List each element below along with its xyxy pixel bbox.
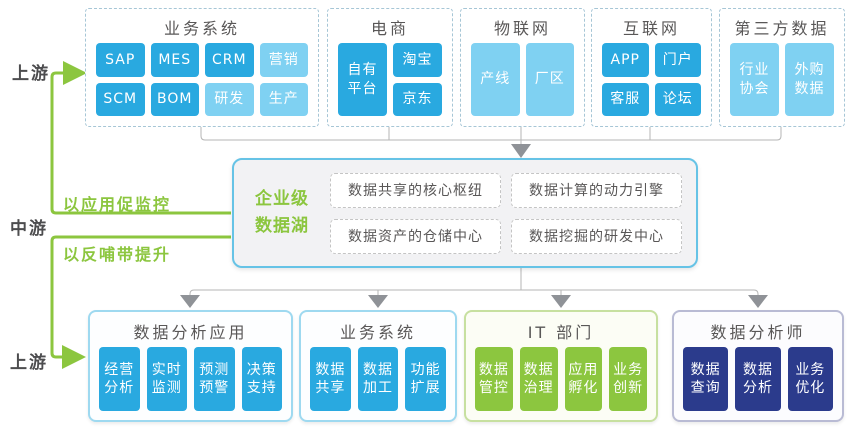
arrow-down-icon (180, 295, 200, 308)
tile-business-analysis: 经营 分析 (99, 347, 140, 411)
tile-marketing: 营销 (259, 43, 308, 77)
tile-own-platform: 自有 平台 (338, 43, 387, 116)
tile-factory-area: 厂区 (525, 43, 574, 116)
pill-asset-warehouse: 数据资产的仓储中心 (330, 218, 501, 254)
tile-production-line: 产线 (471, 43, 520, 116)
label-upstream-top: 上游 (12, 64, 50, 84)
tile-data-sharing: 数据 共享 (310, 347, 351, 411)
tile-grid: 行业 协会 外购 数据 (730, 43, 834, 116)
arrow-down-icon (748, 295, 768, 308)
tile-mes: MES (150, 43, 199, 77)
tile-crm: CRM (205, 43, 254, 77)
box-title: 电商 (370, 19, 409, 38)
tile-realtime-monitoring: 实时 监测 (146, 347, 187, 411)
label-midstream: 中游 (10, 219, 48, 239)
tile-portal: 门户 (654, 43, 701, 77)
tile-industry-association: 行业 协会 (730, 43, 779, 116)
data-lake-pills: 数据共享的核心枢纽 数据计算的动力引擎 数据资产的仓储中心 数据挖掘的研发中心 (330, 172, 682, 254)
source-box-iot: 物联网 产线 厂区 (460, 8, 585, 127)
tile-grid: SAP MES CRM 营销 SCM BOM 研发 生产 (96, 43, 308, 116)
tile-app-incubation: 应用 孵化 (564, 347, 603, 411)
tile-data-query: 数据 查询 (683, 347, 729, 411)
tile-business-innovation: 业务 创新 (609, 347, 647, 411)
flow-note-top: 以应用促监控 (63, 195, 172, 214)
tile-purchased-data: 外购 数据 (785, 43, 834, 116)
box-title: 互联网 (622, 19, 680, 38)
pill-mining-center: 数据挖掘的研发中心 (511, 218, 682, 254)
tile-grid: 自有 平台 淘宝 京东 (338, 43, 442, 116)
pill-compute-engine: 数据计算的动力引擎 (511, 172, 682, 208)
tile-data-governance: 数据 治理 (519, 347, 558, 411)
tile-rnd: 研发 (205, 82, 254, 116)
tile-production: 生产 (259, 82, 308, 116)
box-title: 物联网 (493, 19, 551, 38)
source-box-third-party: 第三方数据 行业 协会 外购 数据 (719, 8, 845, 127)
tile-forum: 论坛 (654, 82, 701, 116)
source-box-internet: 互联网 APP 门户 客服 论坛 (591, 8, 712, 127)
tile-forecast-warning: 预测 预警 (194, 347, 235, 411)
tile-jd: 京东 (393, 82, 442, 116)
tile-grid: 数据 查询 数据 分析 业务 优化 (683, 347, 833, 411)
tile-grid: 产线 厂区 (471, 43, 574, 116)
dest-box-analytics-apps: 数据分析应用 经营 分析 实时 监测 预测 预警 决策 支持 (88, 310, 293, 422)
flow-note-bottom: 以反哺带提升 (63, 245, 172, 264)
tile-app: APP (602, 43, 649, 77)
tile-sap: SAP (96, 43, 145, 77)
tile-data-processing: 数据 加工 (357, 347, 399, 411)
arrow-right-icon (63, 61, 87, 85)
tile-grid: 数据 管控 数据 治理 应用 孵化 业务 创新 (475, 347, 647, 411)
arrow-down-icon (511, 144, 531, 158)
data-lake-panel: 企业级 数据湖 数据共享的核心枢纽 数据计算的动力引擎 数据资产的仓储中心 数据… (232, 158, 698, 268)
label-upstream-bottom: 上游 (10, 353, 48, 373)
tile-data-control: 数据 管控 (475, 347, 513, 411)
box-title: 数据分析应用 (133, 323, 248, 342)
bottom-connector-bus (189, 268, 759, 296)
source-box-ecommerce: 电商 自有 平台 淘宝 京东 (327, 8, 453, 127)
green-flow-paths (50, 71, 231, 359)
top-connector-bus (200, 125, 782, 145)
box-title: 业务系统 (163, 19, 240, 38)
tile-scm: SCM (96, 82, 145, 116)
box-title: IT 部门 (527, 323, 595, 342)
dest-box-data-analysts: 数据分析师 数据 查询 数据 分析 业务 优化 (672, 310, 844, 422)
dest-box-it-department: IT 部门 数据 管控 数据 治理 应用 孵化 业务 创新 (464, 310, 658, 422)
arrow-right-icon (62, 345, 86, 369)
tile-customer-service: 客服 (602, 82, 649, 116)
tile-grid: APP 门户 客服 论坛 (602, 43, 701, 116)
tile-data-analysis: 数据 分析 (735, 347, 781, 411)
data-lake-title: 企业级 数据湖 (255, 188, 309, 236)
tile-feature-extension: 功能 扩展 (405, 347, 446, 411)
tile-grid: 经营 分析 实时 监测 预测 预警 决策 支持 (99, 347, 282, 411)
tile-bom: BOM (150, 82, 199, 116)
dest-box-business-systems: 业务系统 数据 共享 数据 加工 功能 扩展 (299, 310, 457, 422)
arrow-down-icon (551, 295, 571, 308)
tile-grid: 数据 共享 数据 加工 功能 扩展 (310, 347, 446, 411)
pill-sharing-hub: 数据共享的核心枢纽 (330, 172, 501, 208)
tile-decision-support: 决策 支持 (241, 347, 282, 411)
arrow-down-icon (368, 295, 388, 308)
box-title: 业务系统 (339, 323, 416, 342)
tile-business-optimization: 业务 优化 (787, 347, 833, 411)
source-box-business-systems: 业务系统 SAP MES CRM 营销 SCM BOM 研发 生产 (85, 8, 319, 127)
box-title: 第三方数据 (734, 19, 830, 38)
box-title: 数据分析师 (710, 323, 806, 342)
tile-taobao: 淘宝 (393, 43, 442, 77)
